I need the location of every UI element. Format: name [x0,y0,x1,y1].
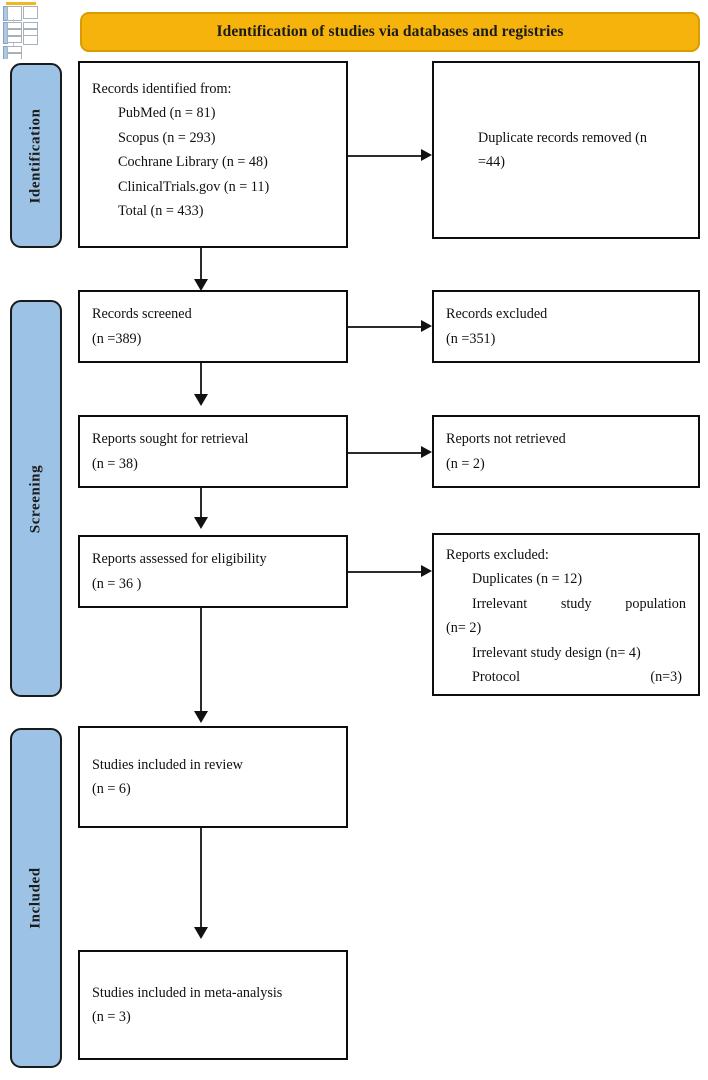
node-records-identified: Records identified from: PubMed (n = 81)… [78,61,348,248]
node-reports-sought-for-retrieval: Reports sought for retrieval (n = 38) [78,415,348,488]
arrowhead-assessed-to-review [194,711,208,723]
duplicates-removed-line2: =44) [478,154,505,170]
connector-review-to-meta [200,828,202,934]
reports-excluded-population: Irrelevant study population [472,595,686,612]
arrowhead-screened-to-sought [194,394,208,406]
node-reports-not-retrieved: Reports not retrieved (n = 2) [432,415,700,488]
records-excluded-line2: (n =351) [446,330,496,347]
studies-review-line2: (n = 6) [92,781,131,797]
records-excluded-line1: Records excluded [446,306,548,323]
reports-sought-line2: (n = 38) [92,455,138,472]
node-records-screened: Records screened (n =389) [78,290,348,363]
arrowhead-sought-to-not-retrieved [421,446,432,458]
reports-excluded-protocol-count: (n=3) [650,669,682,686]
arrowhead-identified-to-duplicates [421,149,432,161]
reports-excluded-design: Irrelevant study design (n= 4) [472,644,641,661]
banner-identification-source: Identification of studies via databases … [80,12,700,52]
reports-not-retrieved-line2: (n = 2) [446,455,485,472]
connector-sought-to-assessed [200,488,202,524]
records-identified-pubmed: PubMed (n = 81) [118,105,216,122]
page-thumbnail-artifact [2,1,38,59]
stage-label-screening: Screening [27,464,44,533]
studies-meta-line1: Studies included in meta-analysis [92,984,283,1001]
node-records-excluded: Records excluded (n =351) [432,290,700,363]
reports-excluded-title: Reports excluded: [446,547,549,563]
records-screened-line2: (n =389) [92,330,142,347]
stage-bar-included: Included [10,728,62,1068]
studies-meta-line2: (n = 3) [92,1009,131,1025]
records-identified-scopus: Scopus (n = 293) [118,129,216,146]
reports-sought-line1: Reports sought for retrieval [92,431,249,448]
connector-screened-to-excluded [348,326,422,328]
banner-label: Identification of studies via databases … [216,23,564,40]
duplicates-removed-line1: Duplicate records removed (n [478,129,647,146]
reports-excluded-duplicates: Duplicates (n = 12) [472,571,583,588]
records-identified-total: Total (n = 433) [118,203,204,220]
reports-excluded-protocol-label: Protocol [472,669,521,686]
reports-excluded-population-count: (n= 2) [446,620,482,637]
connector-identified-to-screened [200,248,202,286]
stage-bar-screening: Screening [10,300,62,697]
stage-label-included: Included [27,867,44,929]
reports-assessed-line2: (n = 36 ) [92,575,142,592]
records-identified-cochrane: Cochrane Library (n = 48) [118,154,268,171]
connector-assessed-to-review [200,608,202,718]
stage-label-identification: Identification [27,107,44,204]
reports-assessed-line1: Reports assessed for eligibility [92,551,267,568]
arrowhead-sought-to-assessed [194,517,208,529]
arrowhead-screened-to-excluded [421,320,432,332]
records-screened-line1: Records screened [92,306,192,323]
connector-assessed-to-excluded [348,571,422,573]
reports-not-retrieved-line1: Reports not retrieved [446,431,566,448]
reports-excluded-protocol: Protocol (n=3) [446,665,686,689]
connector-screened-to-sought [200,363,202,401]
studies-review-line1: Studies included in review [92,756,243,773]
connector-identified-to-duplicates [348,155,422,157]
node-reports-excluded-reasons: Reports excluded: Duplicates (n = 12) Ir… [432,533,700,696]
arrowhead-identified-to-screened [194,279,208,291]
connector-sought-to-not-retrieved [348,452,422,454]
arrowhead-assessed-to-excluded [421,565,432,577]
node-duplicate-records-removed: Duplicate records removed (n =44) [432,61,700,239]
node-studies-included-in-review: Studies included in review (n = 6) [78,726,348,828]
records-identified-clinicaltrials: ClinicalTrials.gov (n = 11) [118,178,270,195]
node-reports-assessed-for-eligibility: Reports assessed for eligibility (n = 36… [78,535,348,608]
stage-bar-identification: Identification [10,63,62,248]
records-identified-title: Records identified from: [92,81,232,97]
node-studies-included-in-meta-analysis: Studies included in meta-analysis (n = 3… [78,950,348,1060]
arrowhead-review-to-meta [194,927,208,939]
